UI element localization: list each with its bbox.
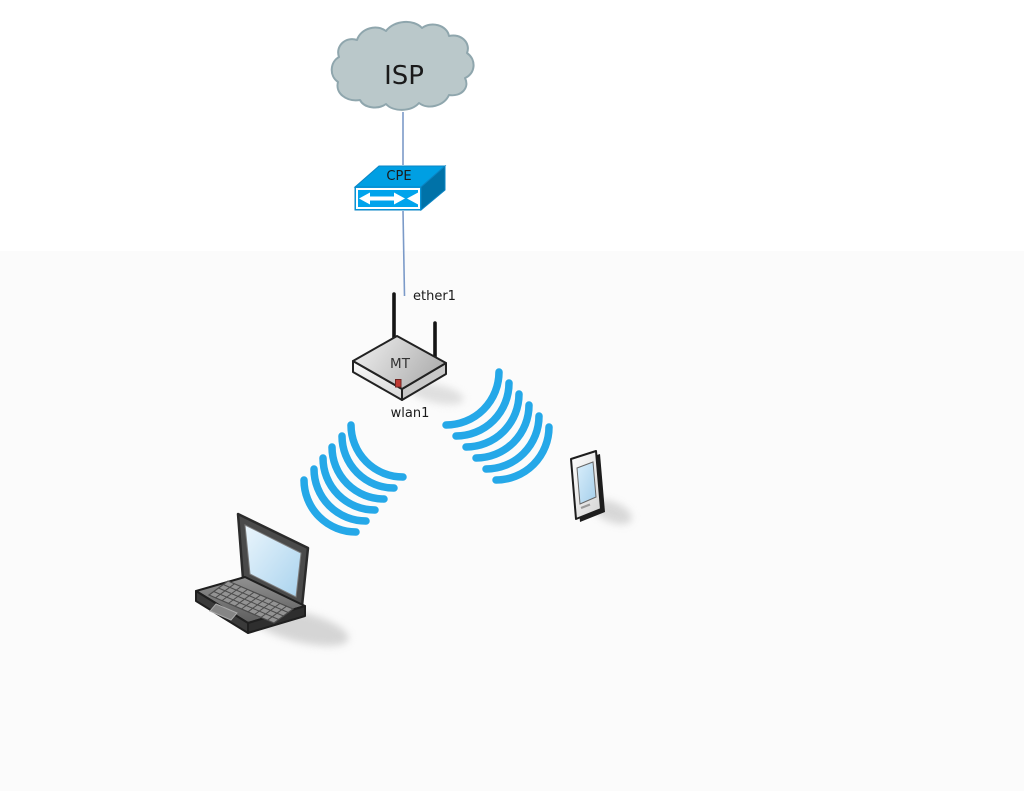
link-cpe-router — [402, 210, 406, 297]
router-shadow — [410, 383, 464, 405]
laptop-touchpad — [209, 603, 238, 621]
wifi-wave-arc — [492, 423, 553, 484]
router-box-icon — [352, 335, 447, 401]
smartphone-icon — [570, 450, 605, 522]
wifi-wave-arc — [482, 412, 543, 473]
cpe-switch-node: CPE — [353, 164, 447, 212]
switch-arrows-icon — [359, 192, 419, 205]
wifi-wave-arc — [452, 379, 513, 440]
wifi-wave-arc — [472, 401, 533, 462]
laptop-node — [195, 512, 349, 646]
wifi-wave-arc — [442, 368, 503, 429]
cpe-label: CPE — [386, 169, 411, 184]
wifi-wave-arc — [319, 454, 379, 514]
background-band — [0, 251, 1024, 791]
cloud-icon — [330, 21, 475, 111]
wifi-waves-right-icon — [442, 368, 553, 484]
router-led — [395, 379, 402, 388]
wifi-wave-arc — [300, 476, 360, 536]
wifi-wave-arc — [347, 421, 407, 481]
smartphone-node — [570, 450, 632, 525]
wifi-wave-arc — [310, 465, 370, 525]
laptop-key-grid — [213, 583, 289, 621]
wifi-wave-arc — [462, 390, 523, 451]
router-node: MT — [352, 292, 464, 405]
ether1-link-label: ether1 — [413, 289, 456, 304]
wlan1-link-label: wlan1 — [391, 406, 430, 421]
isp-label: ISP — [384, 61, 424, 91]
router-label: MT — [390, 356, 411, 372]
laptop-icon — [195, 512, 310, 634]
wifi-wave-arc — [328, 443, 388, 503]
isp-cloud-node: ISP — [330, 21, 475, 111]
wifi-wave-arc — [338, 432, 398, 492]
wifi-waves-left-icon — [300, 421, 407, 536]
laptop-screen — [244, 524, 302, 598]
phone-screen — [576, 461, 597, 505]
phone-button — [580, 503, 591, 510]
